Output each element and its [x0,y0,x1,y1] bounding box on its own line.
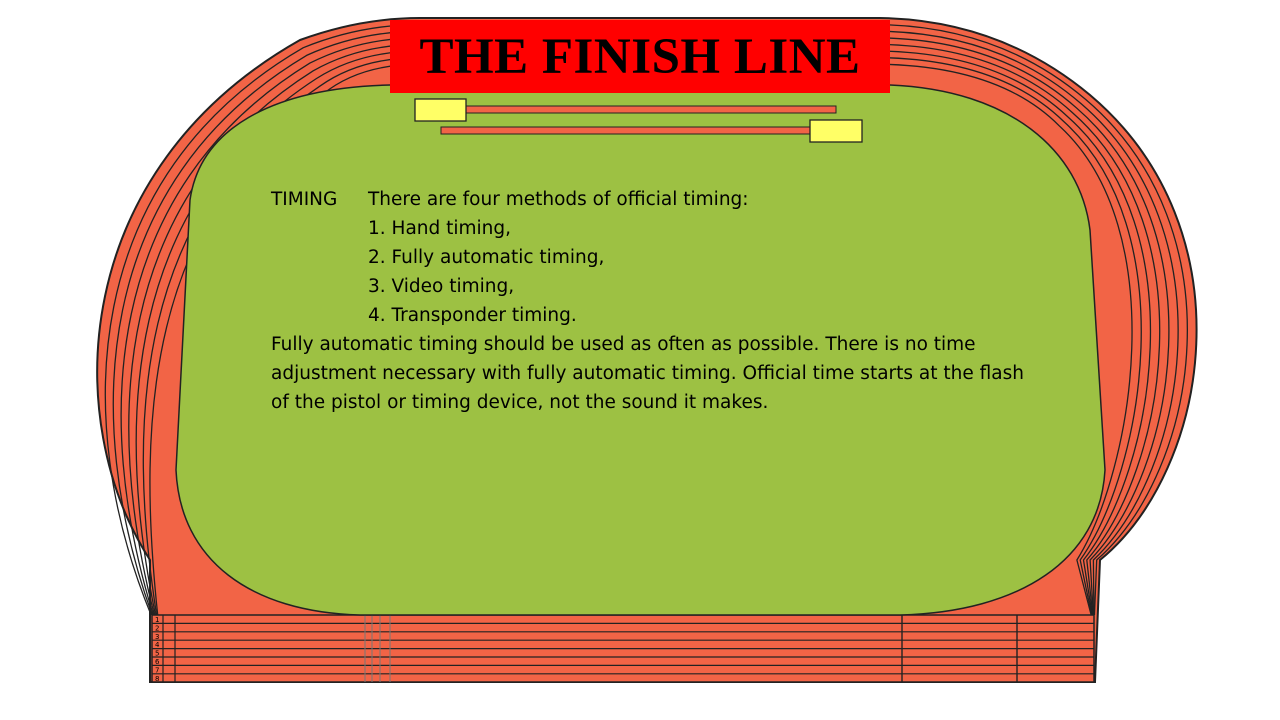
lane-number: 2 [155,624,159,632]
finish-flag-left [414,98,467,122]
method-item: 1. Hand timing, [368,218,512,239]
lane-number: 3 [155,633,159,641]
lane-number: 6 [155,658,160,666]
timing-content: TIMING There are four methods of officia… [271,185,1041,417]
title-banner: THE FINISH LINE [390,20,890,93]
finish-bar-top [439,105,837,114]
timing-paragraph: Fully automatic timing should be used as… [271,334,1024,413]
intro-text: There are four methods of official timin… [368,189,749,210]
method-item: 4. Transponder timing. [368,305,577,326]
method-item: 3. Video timing, [368,276,515,297]
slide-title: THE FINISH LINE [419,28,861,85]
lane-number: 7 [155,666,159,674]
finish-flag-right [809,119,863,143]
section-label: TIMING [271,189,338,210]
lane-number: 8 [155,675,159,683]
finish-bar-bottom [440,126,834,135]
infield [175,84,1106,616]
lane-number: 5 [155,650,159,658]
lane-number: 1 [155,616,159,624]
method-item: 2. Fully automatic timing, [368,247,605,268]
lane-number: 4 [155,641,160,649]
intro-row: TIMING There are four methods of officia… [271,185,1041,214]
